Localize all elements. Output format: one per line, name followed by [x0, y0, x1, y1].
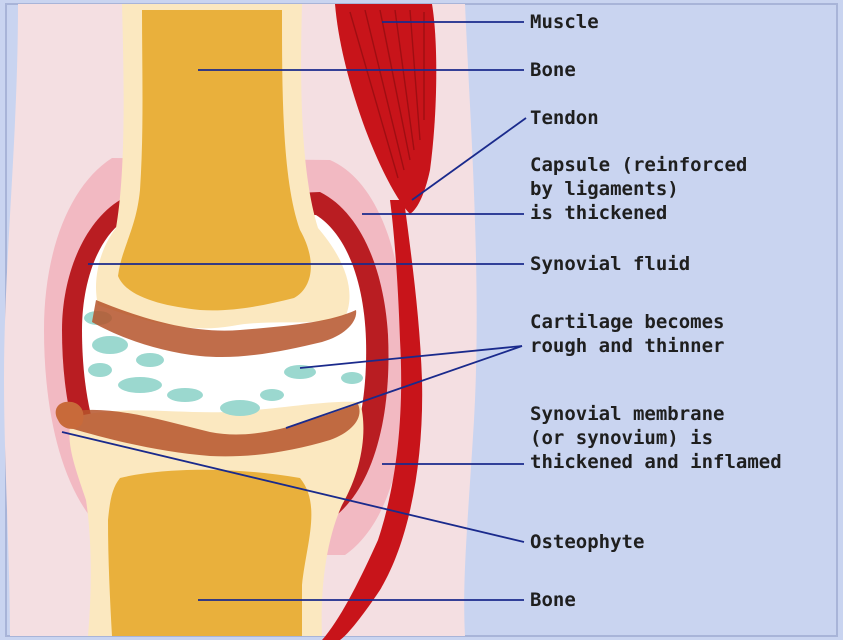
lower-bone-marrow	[108, 470, 311, 636]
label-bone-bottom: Bone	[530, 588, 576, 612]
label-cartilage-line-1: Cartilage becomes	[530, 310, 724, 334]
label-capsule-line-2: by ligaments)	[530, 177, 679, 201]
label-synovial-membrane-line-1: Synovial membrane	[530, 402, 724, 426]
label-bone-top: Bone	[530, 58, 576, 82]
label-synovial-membrane-line-3: thickened and inflamed	[530, 450, 782, 474]
label-muscle: Muscle	[530, 10, 599, 34]
label-cartilage-line-2: rough and thinner	[530, 334, 724, 358]
label-osteophyte: Osteophyte	[530, 530, 644, 554]
label-synovial-membrane-line-2: (or synovium) is	[530, 426, 713, 450]
upper-bone-marrow	[118, 10, 311, 310]
label-capsule-line-3: is thickened	[530, 201, 667, 225]
label-capsule-line-1: Capsule (reinforced	[530, 153, 747, 177]
label-synovial-fluid: Synovial fluid	[530, 252, 690, 276]
label-tendon: Tendon	[530, 106, 599, 130]
